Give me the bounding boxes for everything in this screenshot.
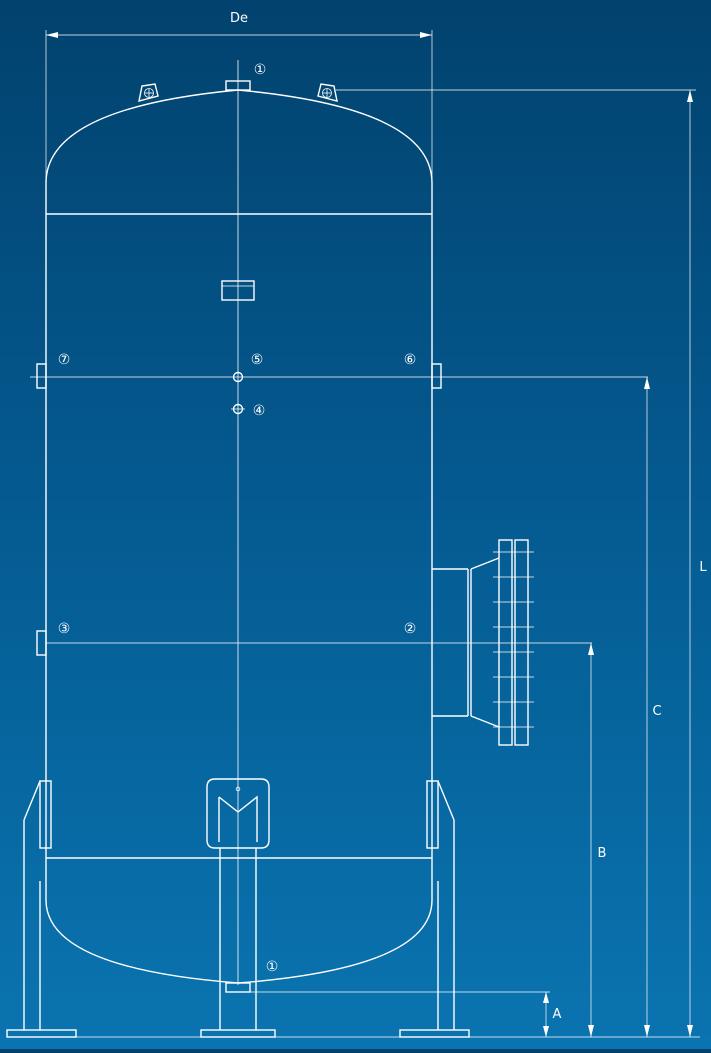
label-c: C [652,704,661,719]
dimension-c [644,377,650,1037]
dimension-b [588,643,594,1037]
nozzle-7-label: ⑦ [58,352,71,368]
nozzle-7-stub [36,363,47,389]
label-l: L [699,560,707,575]
nameplate [221,280,255,301]
nozzle-4-symbol [231,403,245,415]
support-leg-right [399,780,470,1038]
support-leg-left [6,780,77,1038]
nozzle-5-label: ⑤ [251,352,264,368]
dimension-de [45,30,433,183]
nozzle-2-label: ② [404,621,417,637]
manhole [432,539,534,746]
support-leg-center [200,778,276,1038]
top-head [45,89,433,184]
dimension-l [336,89,696,1037]
nozzle-3-label: ③ [58,621,71,637]
nozzle-1-top-label: ① [254,62,267,78]
nozzle-6-label: ⑥ [404,352,417,368]
lifting-lug-right [317,83,338,102]
label-de: De [230,11,248,26]
nozzle-4-label: ④ [253,403,266,419]
lifting-lug-left [138,83,159,102]
nozzle-3-stub [36,630,47,656]
vessel-shell [45,60,433,985]
top-nozzle [225,80,251,91]
bottom-nozzle [225,982,251,993]
nozzle-6-stub [431,363,442,389]
label-b: B [598,846,607,861]
dimension-a [250,991,550,1037]
label-a: A [553,1007,562,1022]
bottom-head [45,899,433,984]
nozzle-1-bottom-label: ① [266,959,279,975]
